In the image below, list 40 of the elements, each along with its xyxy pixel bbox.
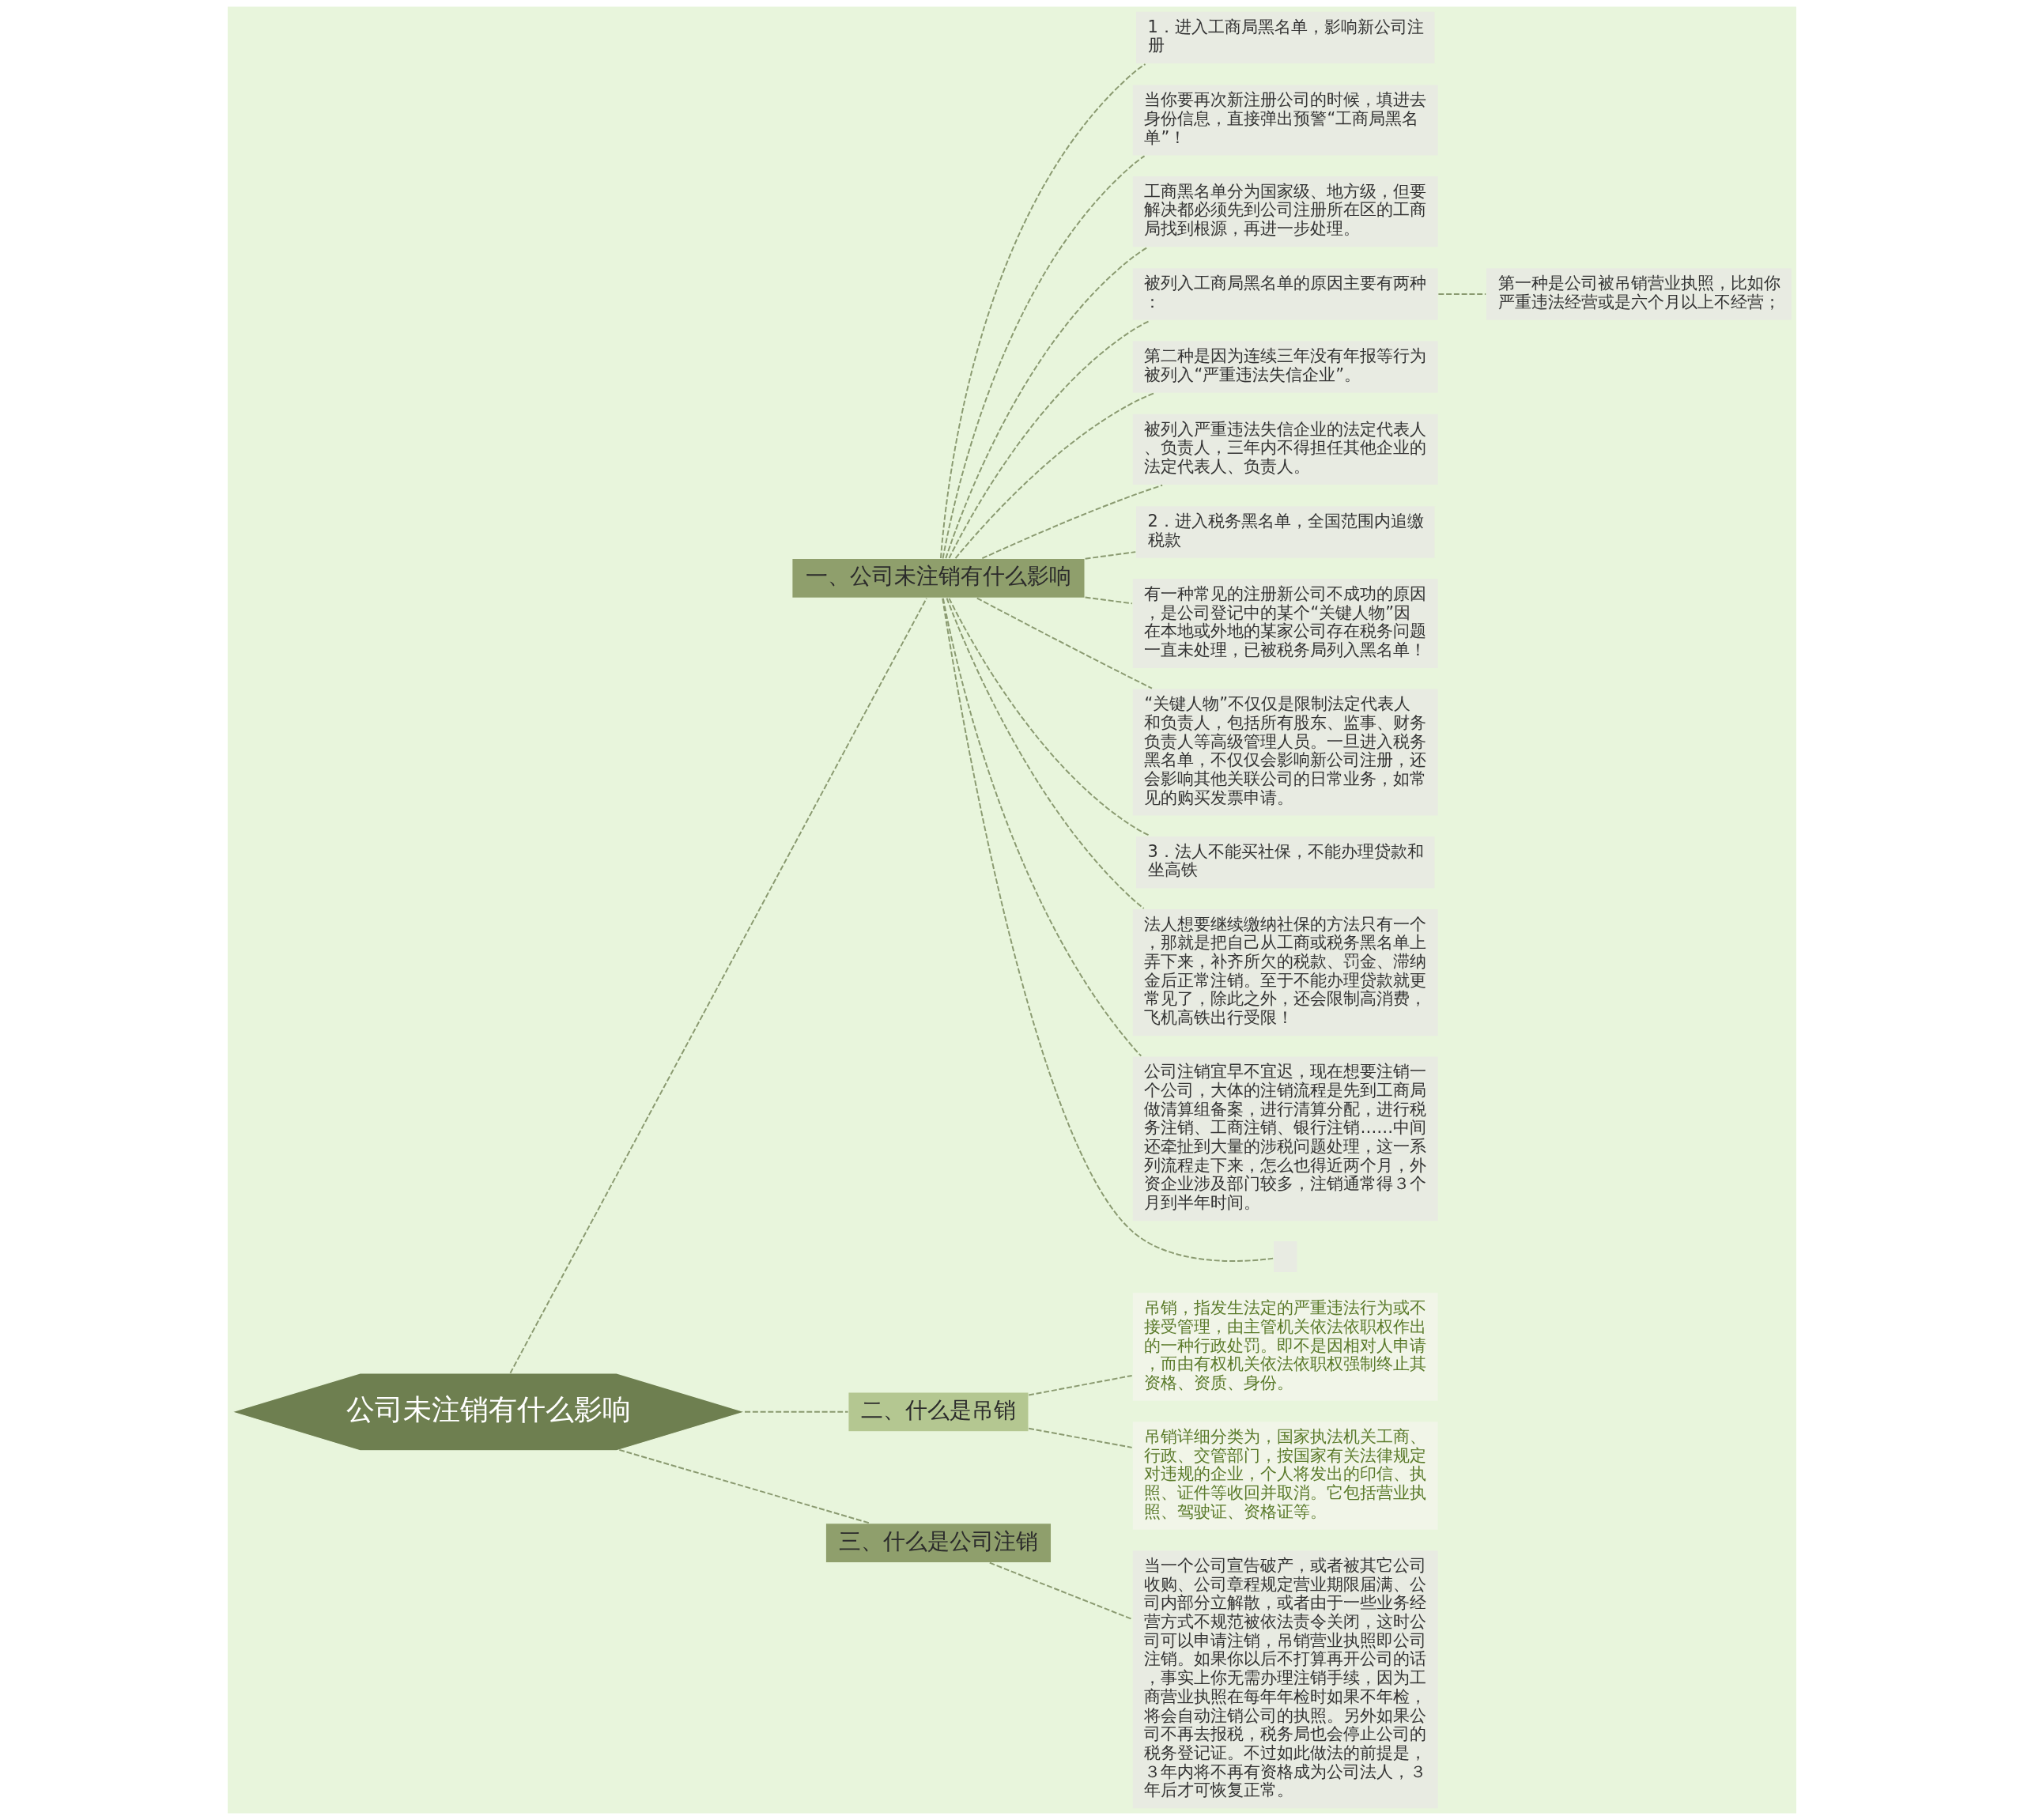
connector (942, 597, 1142, 1057)
connector (744, 1410, 849, 1413)
node-box: 二、什么是吊销 (848, 1391, 1029, 1433)
connector (954, 392, 1155, 560)
node-box: 第二种是因为连续三年没有年报等行为被列入“严重违法失信企业”。 (1131, 339, 1439, 395)
connector (981, 484, 1164, 560)
node-box (1272, 1240, 1298, 1274)
connector (945, 247, 1149, 560)
connector (1084, 551, 1137, 560)
connector (988, 1561, 1133, 1621)
connector (976, 597, 1153, 689)
node-box: 第一种是公司被吊销营业执照，比如你严重违法经营或是六个月以上不经营； (1485, 266, 1793, 322)
connector (942, 597, 1274, 1262)
node-box: 吊销详细分类为，国家执法机关工商、行政、交管部门，按国家有关法律规定对违规的企业，个人将发出的印信、执照、证件等收回并取消。它包括营业执照、驾驶证、资格证等。 (1131, 1420, 1439, 1531)
node-box: 法人想要继续缴纳社保的方法只有一个，那就是把自己从工商或税务黑名单上弄下来，补齐所欠的税款、罚金、滞纳金后正常注销。至于不能办理贷款就更常见了，除此之外，还会限制高消费，飞机高铁出行受限！ (1131, 908, 1439, 1037)
connector (948, 597, 1151, 837)
node-box: 2．进入税务黑名单，全国范围内追缴税款 (1135, 504, 1436, 560)
connector (939, 63, 1146, 559)
node-box: 三、什么是公司注销 (825, 1522, 1052, 1564)
connector (509, 597, 927, 1374)
node-box: “关键人物”不仅仅是限制法定代表人和负责人，包括所有股东、监事、财务负责人等高级管理人员。一旦进入税务黑名单，不仅仅会影响新公司注册，还会影响其他关联公司的日常业务，如常见的购买发票申请。 (1131, 688, 1439, 817)
node-box: 有一种常见的注册新公司不成功的原因，是公司登记中的某个“关键人物”因在本地或外地的某家公司存在税务问题一直未处理，已被税务局列入黑名单！ (1131, 577, 1439, 670)
node-box: 公司注销宜早不宜迟，现在想要注销一个公司，大体的注销流程是先到工商局做清算组备案，进行清算分配，进行税务注销、工商注销、银行注销……中间还牵扯到大量的涉税问题处理，这一系列流程走下来，怎么也得近两个月，外资企业涉及部门较多，注销通常得３个月到半年时间。 (1131, 1055, 1439, 1222)
connector (1084, 596, 1133, 605)
node-box: 当一个公司宣告破产，或者被其它公司收购、公司章程规定营业期限届满、公司内部分立解散，或者由于一些业务经营方式不规范被依法责令关闭，这时公司可以申请注销，吊销营业执照即公司注销。如果你以后不打算再开公司的话，事实上你无需办理注销手续，因为工商营业执照在每年年检时如果不年检，将会自动注销公司的执照。另外如果公司不再去报税，税务局也会停止公司的税务登记证。不过如此做法的前提是，３年内将不再有资格成为公司法人，３年后才可恢复正常。 (1131, 1549, 1439, 1810)
connector (942, 155, 1146, 560)
node-box: 1．进入工商局黑名单，影响新公司注册 (1135, 10, 1436, 65)
node-box: 吊销，指发生法定的严重违法行为或不接受管理，由主管机关依法依职权作出的一种行政处罚。即不是因相对人申请，而由有权机关依法依职权强制终止其资格、资质、身份。 (1131, 1291, 1439, 1403)
connector (1028, 1427, 1133, 1448)
node-box: 被列入工商局黑名单的原因主要有两种： (1131, 266, 1439, 322)
connector (1028, 1374, 1133, 1396)
connector (948, 319, 1151, 559)
node-box: 工商黑名单分为国家级、地方级，但要解决都必须先到公司注册所在区的工商局找到根源，再进一步处理。 (1131, 175, 1439, 248)
connector (1437, 293, 1487, 295)
connector (618, 1448, 870, 1524)
node-box: 被列入严重违法失信企业的法定代表人、负责人，三年内不得担任其他企业的法定代表人、负责人。 (1131, 413, 1439, 486)
node-box: 当你要再次新注册公司的时候，填进去身份信息，直接弹出预警“工商局黑名单”！ (1131, 84, 1439, 157)
node-box: 一、公司未注销有什么影响 (791, 557, 1086, 599)
connector (946, 597, 1145, 909)
node-box: 3．法人不能买社保，不能办理贷款和坐高铁 (1135, 835, 1436, 889)
